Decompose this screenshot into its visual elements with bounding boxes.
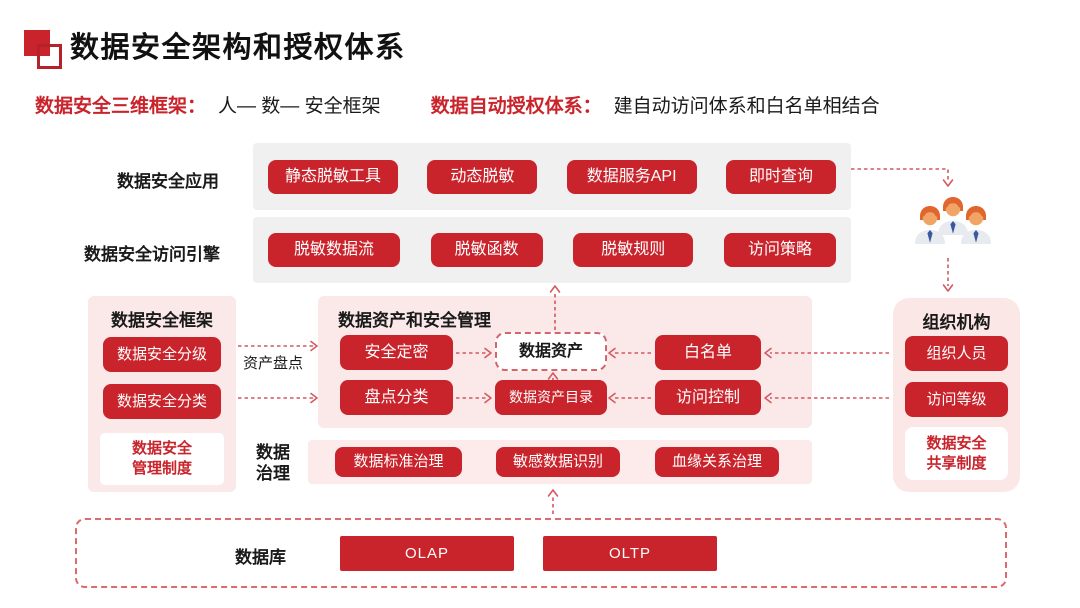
node-data-asset-catalog: 数据资产目录 bbox=[495, 380, 607, 415]
node-data-classification-type: 数据安全分类 bbox=[103, 384, 221, 419]
note-line: 管理制度 bbox=[131, 460, 192, 477]
governance-strip: 数据标准治理 敏感数据识别 血缘关系治理 bbox=[308, 440, 812, 484]
node-access-level: 访问等级 bbox=[905, 382, 1008, 417]
subtitle-row: 数据安全三维框架： 人— 数— 安全框架 数据自动授权体系： 建自动访问体系和白… bbox=[35, 91, 880, 118]
note-security-management-system: 数据安全 管理制度 bbox=[100, 433, 224, 485]
node-security-grading: 安全定密 bbox=[340, 335, 453, 370]
node-dynamic-masking: 动态脱敏 bbox=[427, 159, 538, 194]
node-masking-rules: 脱敏规则 bbox=[573, 233, 694, 267]
node-data-service-api: 数据服务API bbox=[566, 159, 697, 194]
overlapping-squares-icon bbox=[24, 30, 68, 72]
node-data-classification-level: 数据安全分级 bbox=[103, 337, 221, 372]
node-inventory-classification: 盘点分类 bbox=[340, 380, 453, 415]
node-masking-function: 脱敏函数 bbox=[430, 233, 543, 267]
access-engine-strip: 脱敏数据流 脱敏函数 脱敏规则 访问策略 bbox=[253, 217, 851, 283]
page-title: 数据安全架构和授权体系 bbox=[70, 32, 406, 64]
node-olap: OLAP bbox=[340, 536, 514, 571]
security-apps-strip: 静态脱敏工具 动态脱敏 数据服务API 即时查询 bbox=[253, 143, 851, 210]
panel-security-framework: 数据安全框架 数据安全分级 数据安全分类 数据安全 管理制度 bbox=[88, 296, 236, 492]
three-dim-framework-value: 人— 数— 安全框架 bbox=[218, 96, 381, 117]
outlined-square bbox=[37, 44, 62, 69]
node-oltp: OLTP bbox=[543, 536, 717, 571]
team-people-icon bbox=[915, 197, 991, 244]
node-whitelist: 白名单 bbox=[655, 335, 761, 370]
node-static-masking-tool: 静态脱敏工具 bbox=[268, 159, 398, 194]
node-masking-dataflow: 脱敏数据流 bbox=[268, 233, 400, 267]
governance-label-line: 治理 bbox=[256, 464, 290, 484]
panel-organization-title: 组织机构 bbox=[922, 313, 991, 332]
node-data-standard-governance: 数据标准治理 bbox=[335, 447, 462, 477]
node-data-asset: 数据资产 bbox=[495, 332, 607, 371]
three-dim-framework-label: 数据安全三维框架： bbox=[35, 96, 207, 117]
note-line: 共享制度 bbox=[926, 454, 987, 472]
database-container: 数据库 OLAP OLTP bbox=[75, 518, 1007, 588]
node-organization-staff: 组织人员 bbox=[905, 336, 1008, 371]
note-data-sharing-system: 数据安全 共享制度 bbox=[905, 427, 1008, 480]
panel-asset-security-title: 数据资产和安全管理 bbox=[338, 311, 491, 330]
row-label-security-apps: 数据安全应用 bbox=[117, 172, 219, 191]
panel-asset-security-management: 数据资产和安全管理 安全定密 数据资产 白名单 盘点分类 数据资产目录 访问控制 bbox=[318, 296, 812, 428]
node-access-control: 访问控制 bbox=[655, 380, 761, 415]
node-lineage-governance: 血缘关系治理 bbox=[655, 447, 779, 477]
auto-authorization-label: 数据自动授权体系： bbox=[430, 96, 602, 117]
note-line: 数据安全 bbox=[131, 440, 192, 458]
governance-label: 数据 治理 bbox=[256, 442, 290, 485]
panel-organization: 组织机构 组织人员 访问等级 数据安全 共享制度 bbox=[893, 298, 1020, 492]
note-line: 数据安全 bbox=[926, 434, 987, 452]
asset-inventory-connector-label: 资产盘点 bbox=[243, 355, 304, 372]
node-instant-query: 即时查询 bbox=[725, 159, 836, 194]
node-sensitive-data-identification: 敏感数据识别 bbox=[496, 447, 620, 477]
database-label: 数据库 bbox=[235, 548, 286, 567]
row-label-access-engine: 数据安全访问引擎 bbox=[84, 245, 220, 264]
auto-authorization-value: 建自动访问体系和白名单相结合 bbox=[613, 96, 880, 117]
node-access-policy: 访问策略 bbox=[723, 233, 836, 267]
governance-label-line: 数据 bbox=[256, 443, 290, 462]
panel-security-framework-title: 数据安全框架 bbox=[111, 311, 213, 330]
